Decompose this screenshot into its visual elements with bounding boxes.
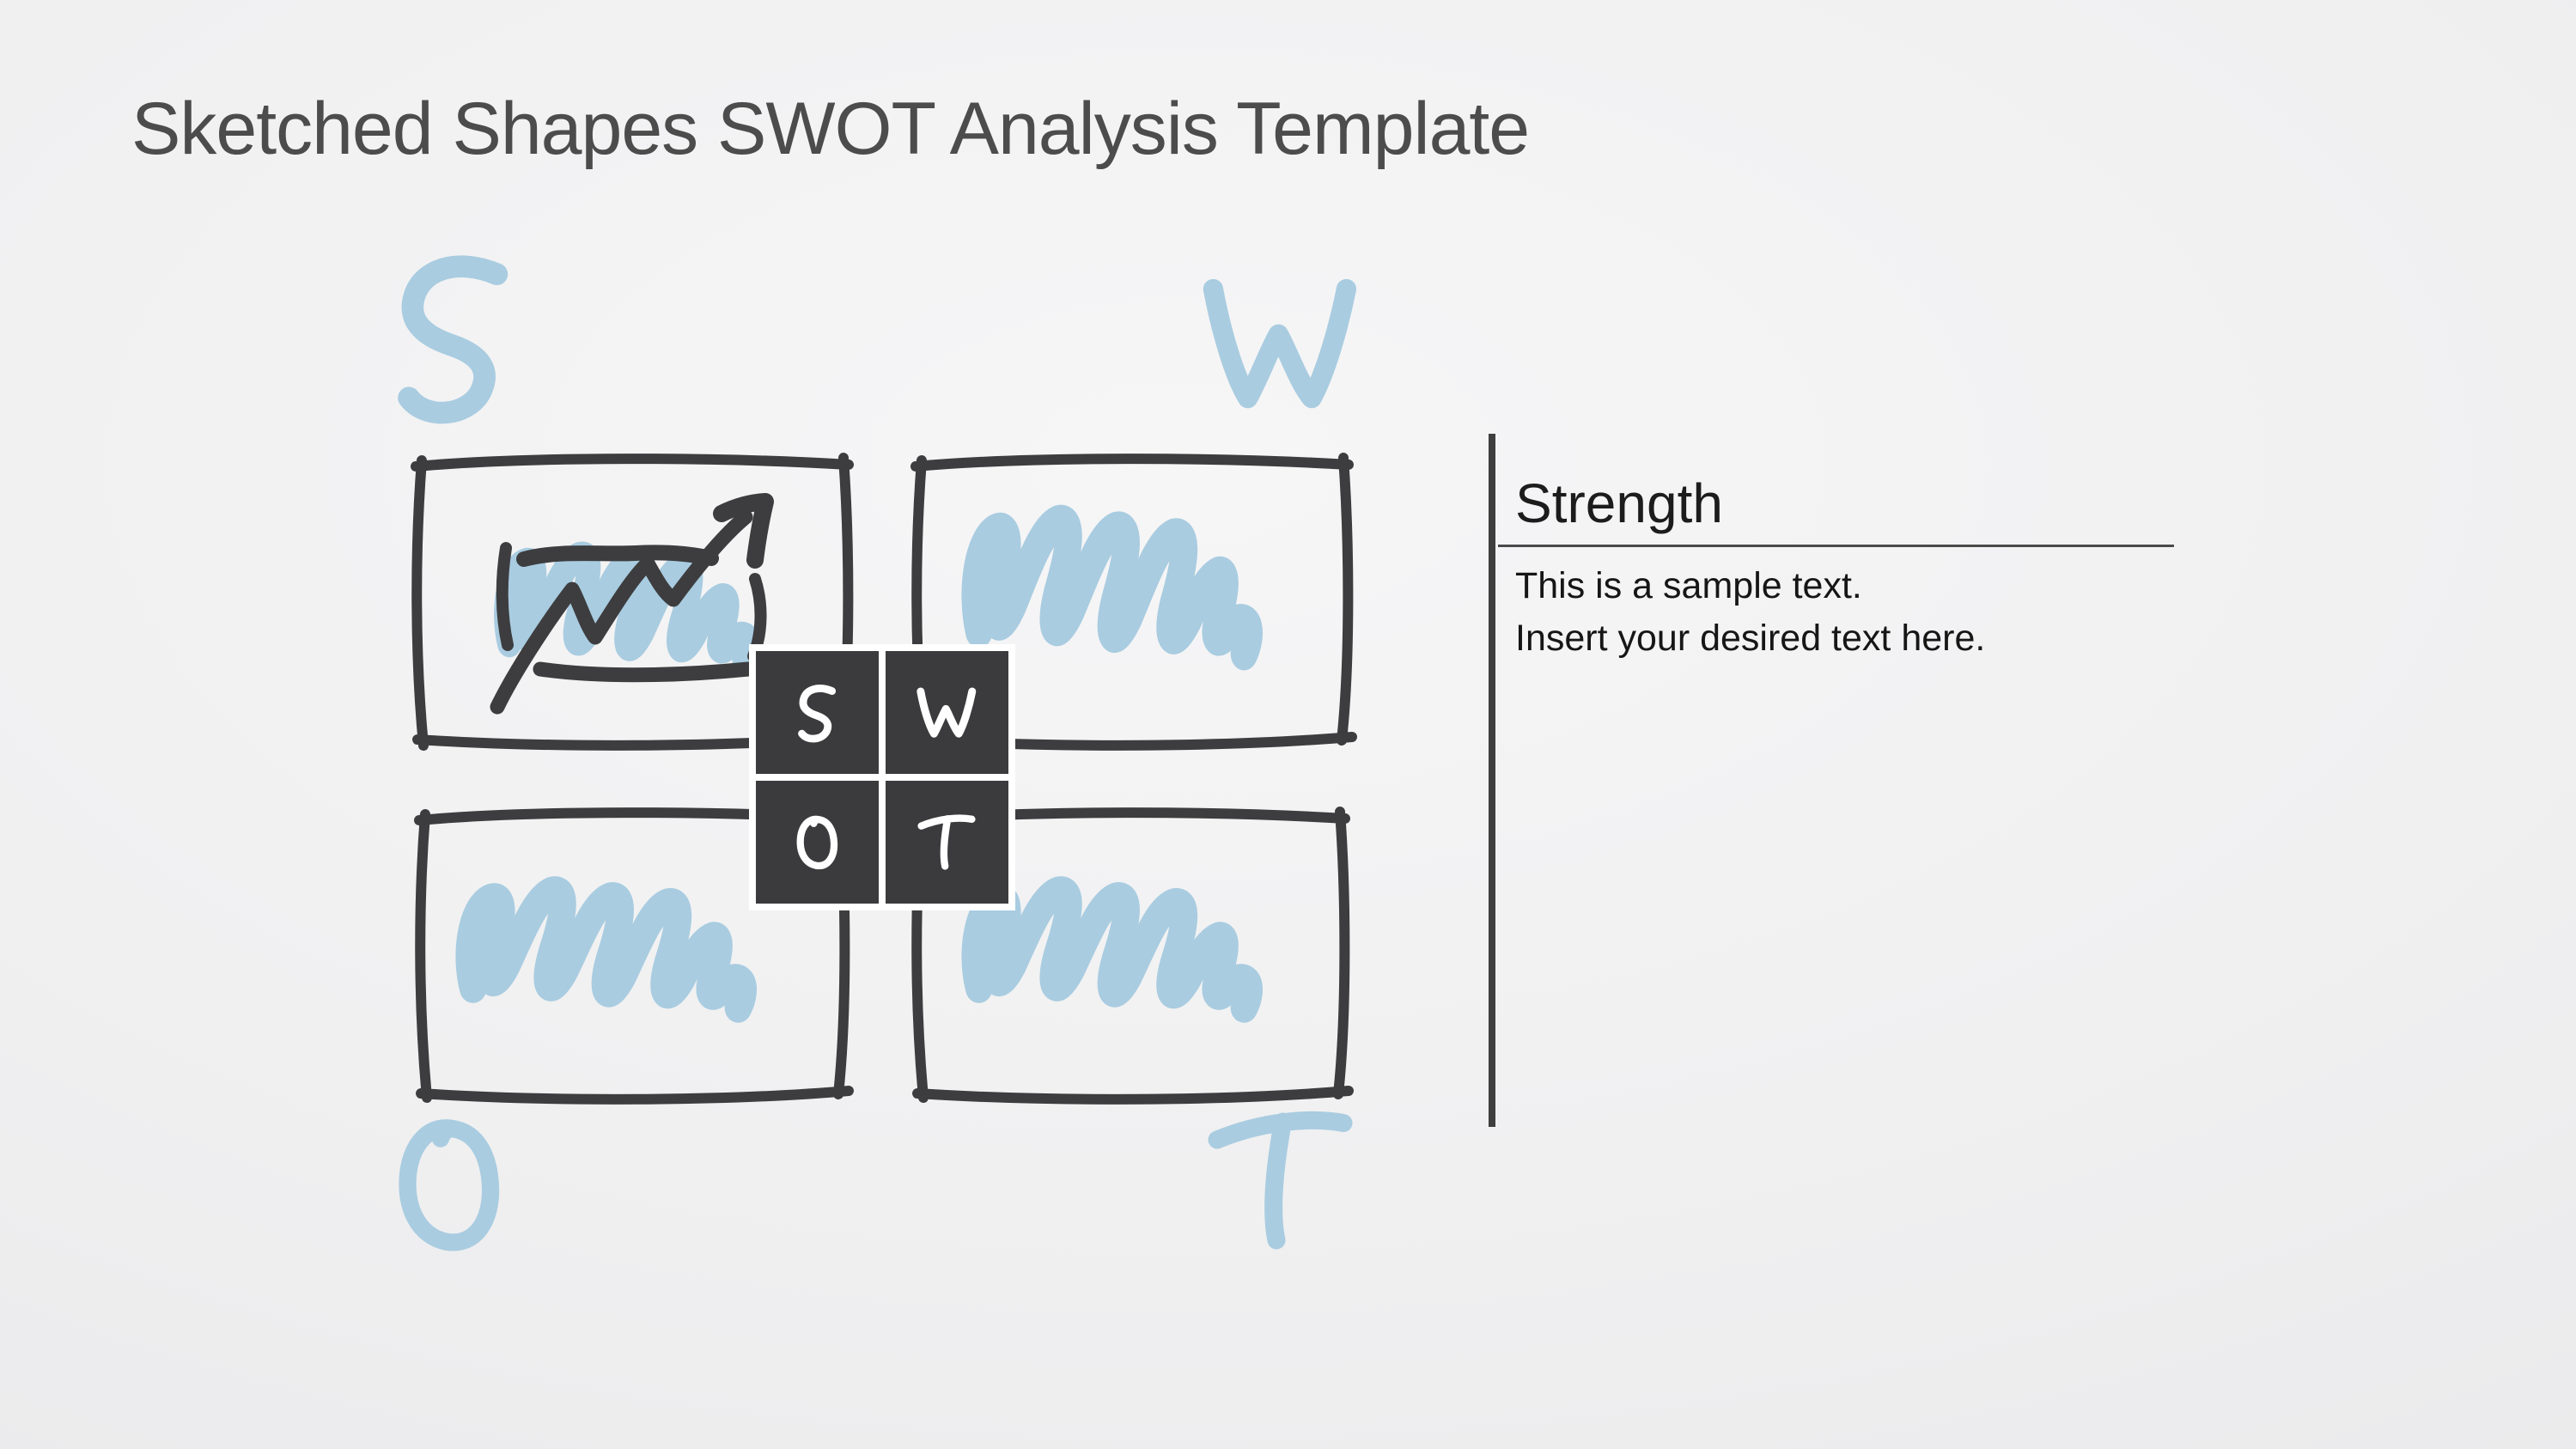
strengths-letter-sketch — [409, 266, 496, 412]
opportunities-letter-sketch — [408, 1128, 491, 1242]
panel-divider-line — [1489, 434, 1495, 1127]
panel-heading-rule — [1498, 545, 2174, 547]
panel-body-text: This is a sample text. Insert your desir… — [1515, 560, 1985, 665]
panel-body-line: This is a sample text. — [1515, 565, 1862, 606]
threats-scribble — [975, 891, 1249, 1008]
grid-cell-o — [756, 781, 879, 904]
weaknesses-letter-sketch — [1213, 289, 1346, 399]
threats-letter-sketch — [1217, 1120, 1343, 1240]
strengths-scribble — [506, 555, 749, 661]
weaknesses-scribble — [975, 521, 1249, 654]
panel-body-line: Insert your desired text here. — [1515, 618, 1986, 659]
arrowhead-sketch — [713, 493, 774, 569]
trend-line-sketch — [490, 509, 753, 715]
opportunities-scribble — [469, 891, 743, 1008]
panel-heading: Strength — [1515, 472, 1723, 534]
swot-center-grid — [749, 644, 1015, 910]
slide-title: Sketched Shapes SWOT Analysis Template — [131, 88, 1530, 170]
